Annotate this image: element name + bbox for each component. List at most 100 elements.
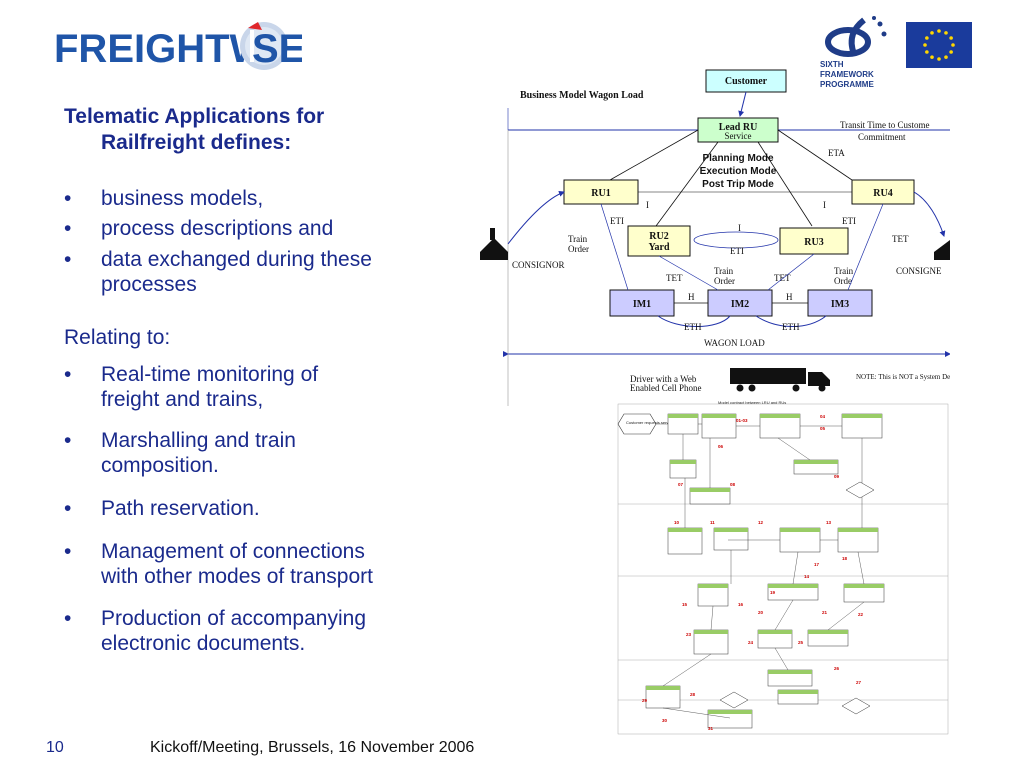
process-flowchart: Model contract between LRU and RUs Custo… <box>617 400 949 735</box>
flow-step-header <box>694 630 728 634</box>
mode-execution: Execution Mode <box>700 166 777 177</box>
flow-step-number: 29 <box>642 698 648 703</box>
flow-step-number: 15 <box>682 602 688 607</box>
flow-step-header <box>768 584 818 588</box>
mode-post-trip: Post Trip Mode <box>702 179 774 190</box>
flow-connector <box>774 599 794 631</box>
page-number: 10 <box>46 739 64 756</box>
flow-connector <box>774 647 789 671</box>
flow-step-number: 14 <box>804 574 810 579</box>
page-heading: Telematic Applications for Railfreight d… <box>64 104 444 156</box>
i-label-left: I <box>646 200 649 210</box>
bullet-management-connections: • Management of connections with other m… <box>64 540 373 588</box>
flow-step-header <box>668 414 698 418</box>
i-label-center: I <box>738 223 741 233</box>
ru2-box <box>627 225 691 257</box>
flow-step-header <box>690 488 730 492</box>
badge-line2: PROGRAMME <box>820 80 874 89</box>
im1-box <box>609 289 675 317</box>
eu-star-icon <box>930 31 934 35</box>
yard-label: Yard <box>648 242 670 253</box>
flow-step-number: 30 <box>662 718 668 723</box>
footer-text: Kickoff/Meeting, Brussels, 16 November 2… <box>150 739 475 756</box>
flow-decision-diamond <box>719 691 749 709</box>
eu-star-icon <box>944 31 948 35</box>
ru1-label: RU1 <box>591 188 610 199</box>
eth-label-2: ETH <box>782 322 800 332</box>
tet-label-1: TET <box>666 273 683 283</box>
flow-step-number: 13 <box>826 520 832 525</box>
lead-ru-label: Lead RU <box>719 122 758 133</box>
flow-step-number: 07 <box>678 482 684 487</box>
bullet-path-reservation: • Path reservation. <box>64 497 260 520</box>
logo-text-left: FREIGHTW <box>54 27 268 71</box>
flow-step-number: 28 <box>690 692 696 697</box>
flow-connector <box>777 437 811 461</box>
flow-step-header <box>646 686 680 690</box>
flow-step-number: 05 <box>820 426 826 431</box>
driver-label-1: Driver with a Web <box>630 374 697 384</box>
eu-star-icon <box>930 55 934 59</box>
train-label-1: Train <box>568 234 588 244</box>
heading-line1: Telematic Applications for <box>64 105 325 128</box>
eu-star-icon <box>937 57 941 61</box>
flow-step-number: 22 <box>858 612 864 617</box>
eu-star-icon <box>925 36 929 40</box>
bullet-data-exchanged: • data exchanged during these processes <box>64 248 372 296</box>
eu-star-icon <box>937 29 941 33</box>
fp6-logo-icon <box>825 16 887 57</box>
flow-step-header <box>670 460 696 464</box>
h-label-1: H <box>688 292 695 302</box>
eu-star-icon <box>949 50 953 54</box>
flow-step-header <box>702 414 736 418</box>
lead-ru-box <box>697 117 779 143</box>
eu-star-icon <box>949 36 953 40</box>
im2-box <box>707 289 773 317</box>
driver-label-2: Enabled Cell Phone <box>630 383 702 393</box>
mode-planning: Planning Mode <box>702 153 774 164</box>
flow-step-number: 26 <box>834 666 840 671</box>
ru4-box <box>851 179 915 205</box>
flow-connector <box>827 601 865 631</box>
eti-label-3: ETI <box>730 246 744 256</box>
flow-step-header <box>780 528 820 532</box>
flow-connector <box>710 605 714 631</box>
flow-step-header <box>838 528 878 532</box>
wagon-load-label: WAGON LOAD <box>704 338 765 348</box>
consignor-label: CONSIGNOR <box>512 260 565 270</box>
flow-step-header <box>778 690 818 694</box>
flow-step-header <box>668 528 702 532</box>
consignee-building-icon <box>934 240 950 260</box>
flow-step-header <box>708 710 752 714</box>
system-design-note: NOTE: This is NOT a System Desig <box>856 373 950 381</box>
ru2-label: RU2 <box>649 231 668 242</box>
orde-label-3: Orde <box>834 276 852 286</box>
eu-star-icon <box>923 43 927 47</box>
bullet-process-descriptions: • process descriptions and <box>64 217 334 240</box>
i-label-right: I <box>823 200 826 210</box>
flow-step-number: 10 <box>674 520 680 525</box>
flow-step-header <box>758 630 792 634</box>
flow-step-number: 16 <box>738 602 744 607</box>
im3-box <box>807 289 873 317</box>
ru3-label: RU3 <box>804 237 823 248</box>
logo-text-right: SE <box>252 27 302 71</box>
flow-step-header <box>760 414 800 418</box>
flow-step-header <box>768 670 812 674</box>
flow-step-number: 17 <box>814 562 820 567</box>
flow-step-header <box>794 460 838 464</box>
flow-decision-diamond <box>845 481 875 499</box>
eu-star-icon <box>951 43 955 47</box>
flow-step-number: 11 <box>710 520 715 525</box>
consignor-building-icon <box>480 238 508 260</box>
eta-label: ETA <box>828 148 845 158</box>
bullet-electronic-documents: • Production of accompanying electronic … <box>64 607 366 655</box>
train-label-3: Train <box>834 266 854 276</box>
flow-step-number: 04 <box>820 414 826 419</box>
flow-step-number: 24 <box>748 640 754 645</box>
eu-star-icon <box>925 50 929 54</box>
flow-connector <box>792 551 799 585</box>
flow-connector <box>857 551 865 585</box>
flow-step-number: 25 <box>798 640 804 645</box>
h-label-2: H <box>786 292 793 302</box>
